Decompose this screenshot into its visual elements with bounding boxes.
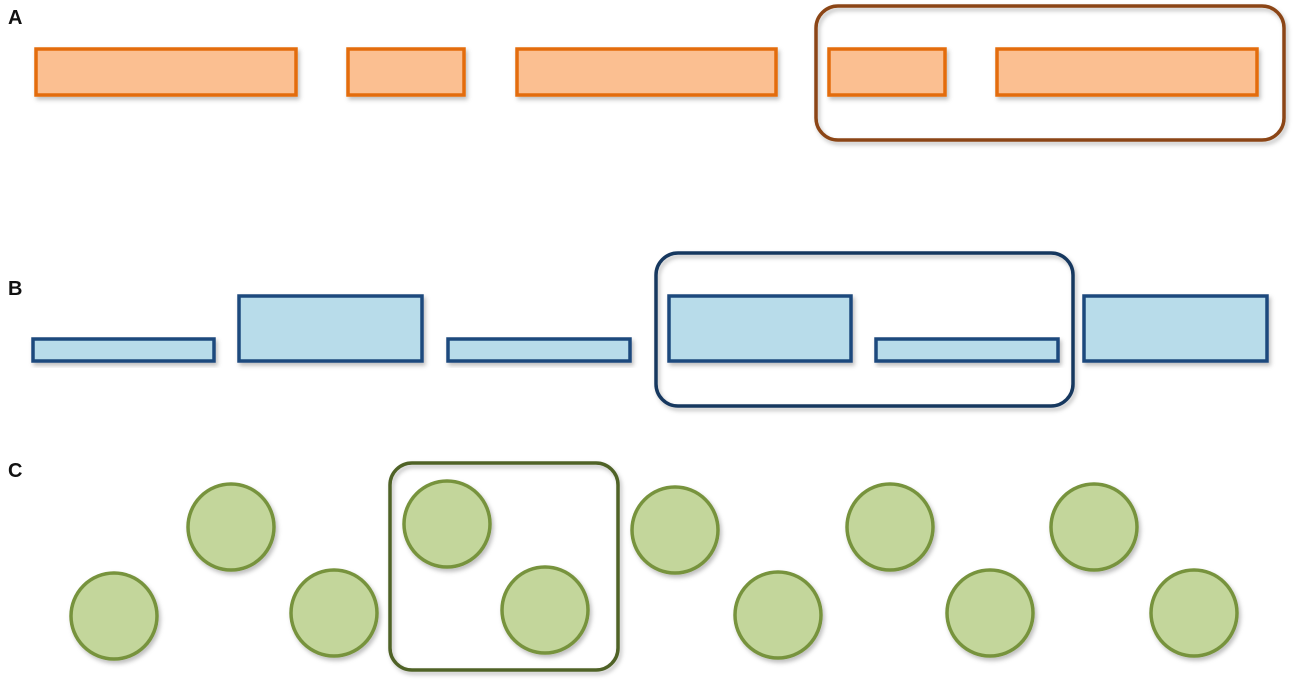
panel-a-label: A xyxy=(8,7,23,29)
panel-c-item-1 xyxy=(186,482,276,572)
panel-c-item-8 xyxy=(845,482,935,572)
panel-a-item-3 xyxy=(515,47,778,97)
panel-b-item-4 xyxy=(667,294,853,363)
panel-a-item-1 xyxy=(34,47,298,97)
panel-b xyxy=(31,251,1269,408)
panel-b-item-5 xyxy=(874,337,1060,363)
panel-a-item-5 xyxy=(995,47,1259,97)
panel-b-item-1 xyxy=(31,337,216,363)
panel-c-item-2 xyxy=(69,571,159,661)
panel-c-item-4 xyxy=(402,479,492,569)
panel-b-item-6 xyxy=(1082,294,1269,363)
panel-c-item-10 xyxy=(1049,482,1139,572)
panel-a xyxy=(34,4,1286,142)
panel-b-item-3 xyxy=(446,337,632,363)
panel-c-item-9 xyxy=(945,568,1035,658)
panel-c-item-3 xyxy=(289,568,379,658)
panel-c-label: C xyxy=(8,460,23,482)
panel-c xyxy=(69,461,1239,672)
panel-a-group-box xyxy=(814,4,1286,142)
panel-c-item-6 xyxy=(630,485,720,575)
panel-c-group-box xyxy=(388,461,620,672)
panel-b-group-box xyxy=(654,251,1075,408)
panel-c-item-7 xyxy=(733,570,823,660)
panel-c-item-11 xyxy=(1149,568,1239,658)
panel-c-item-5 xyxy=(500,565,590,655)
panel-a-item-4 xyxy=(827,47,947,97)
panel-a-item-2 xyxy=(346,47,466,97)
panel-b-label: B xyxy=(8,278,23,300)
panel-b-item-2 xyxy=(237,294,424,363)
